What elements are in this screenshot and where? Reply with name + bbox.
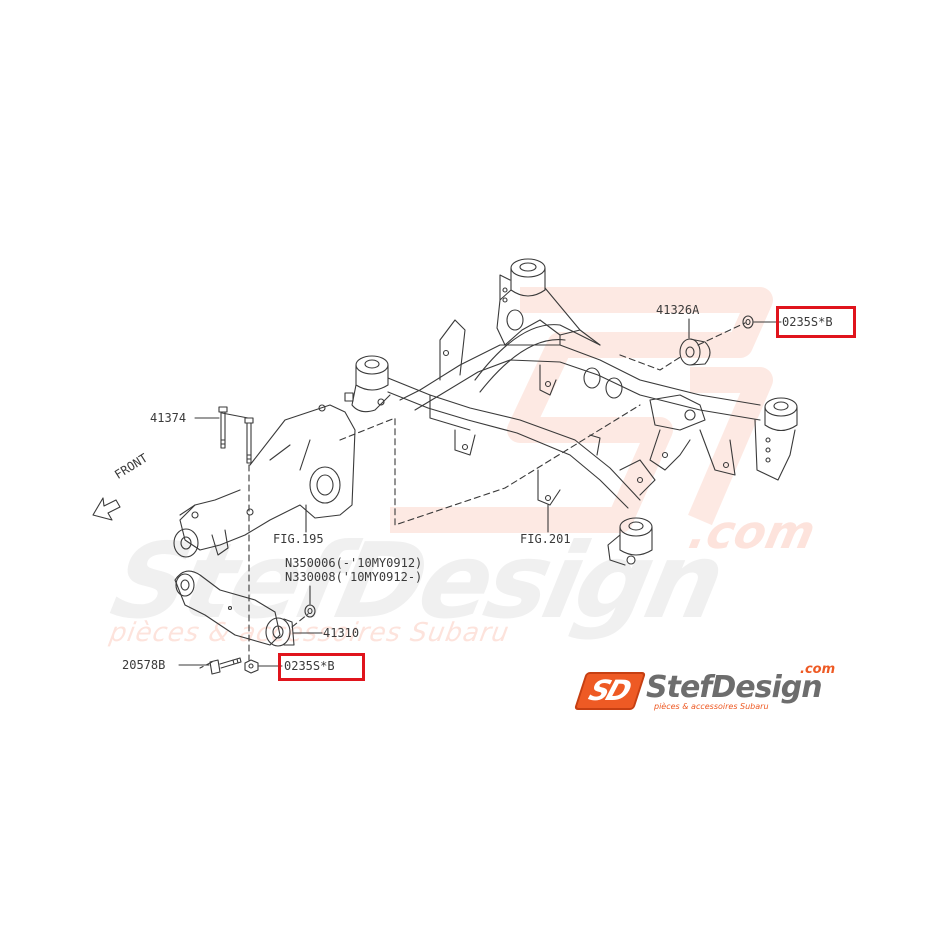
logo-mark-icon: SD [573,672,647,710]
callout-fig201[interactable]: FIG.201 [520,532,571,546]
logo-domain: .com [800,662,836,677]
nut-bottom [244,659,259,674]
stefdesign-logo[interactable]: SD StefDesign .com pièces & accessoires … [573,662,850,714]
front-arrow-icon [92,497,121,521]
highlight-box-bottom [278,653,365,681]
assembly-dashed-lines [199,322,746,669]
callout-N330008[interactable]: N330008('10MY0912-) [285,570,423,584]
bolt-20578B [209,657,242,675]
highlight-box-top [776,306,856,338]
diff-mount-arm-41310 [174,570,295,647]
callout-41326A[interactable]: 41326A [656,303,700,317]
callout-41374[interactable]: 41374 [150,411,187,425]
nut-top [742,315,754,329]
callout-N350006[interactable]: N350006(-'10MY0912) [285,556,423,570]
rear-crossmember [344,258,798,566]
leader-lines [178,318,782,667]
washer-N350006 [304,604,316,618]
logo-mark-text: SD [584,674,633,707]
logo-tagline: pièces & accessoires Subaru [654,702,769,711]
callout-41310[interactable]: 41310 [323,626,360,640]
rear-differential [173,404,356,558]
callout-0235S-B-top[interactable]: 0235S*B [782,315,833,329]
bolt-41374 [218,406,254,464]
bushing-41326A [679,338,711,366]
logo-brand-name: StefDesign [646,670,823,705]
callout-20578B[interactable]: 20578B [122,658,166,672]
callout-0235S-B-bottom[interactable]: 0235S*B [284,659,335,673]
callout-fig195[interactable]: FIG.195 [273,532,324,546]
